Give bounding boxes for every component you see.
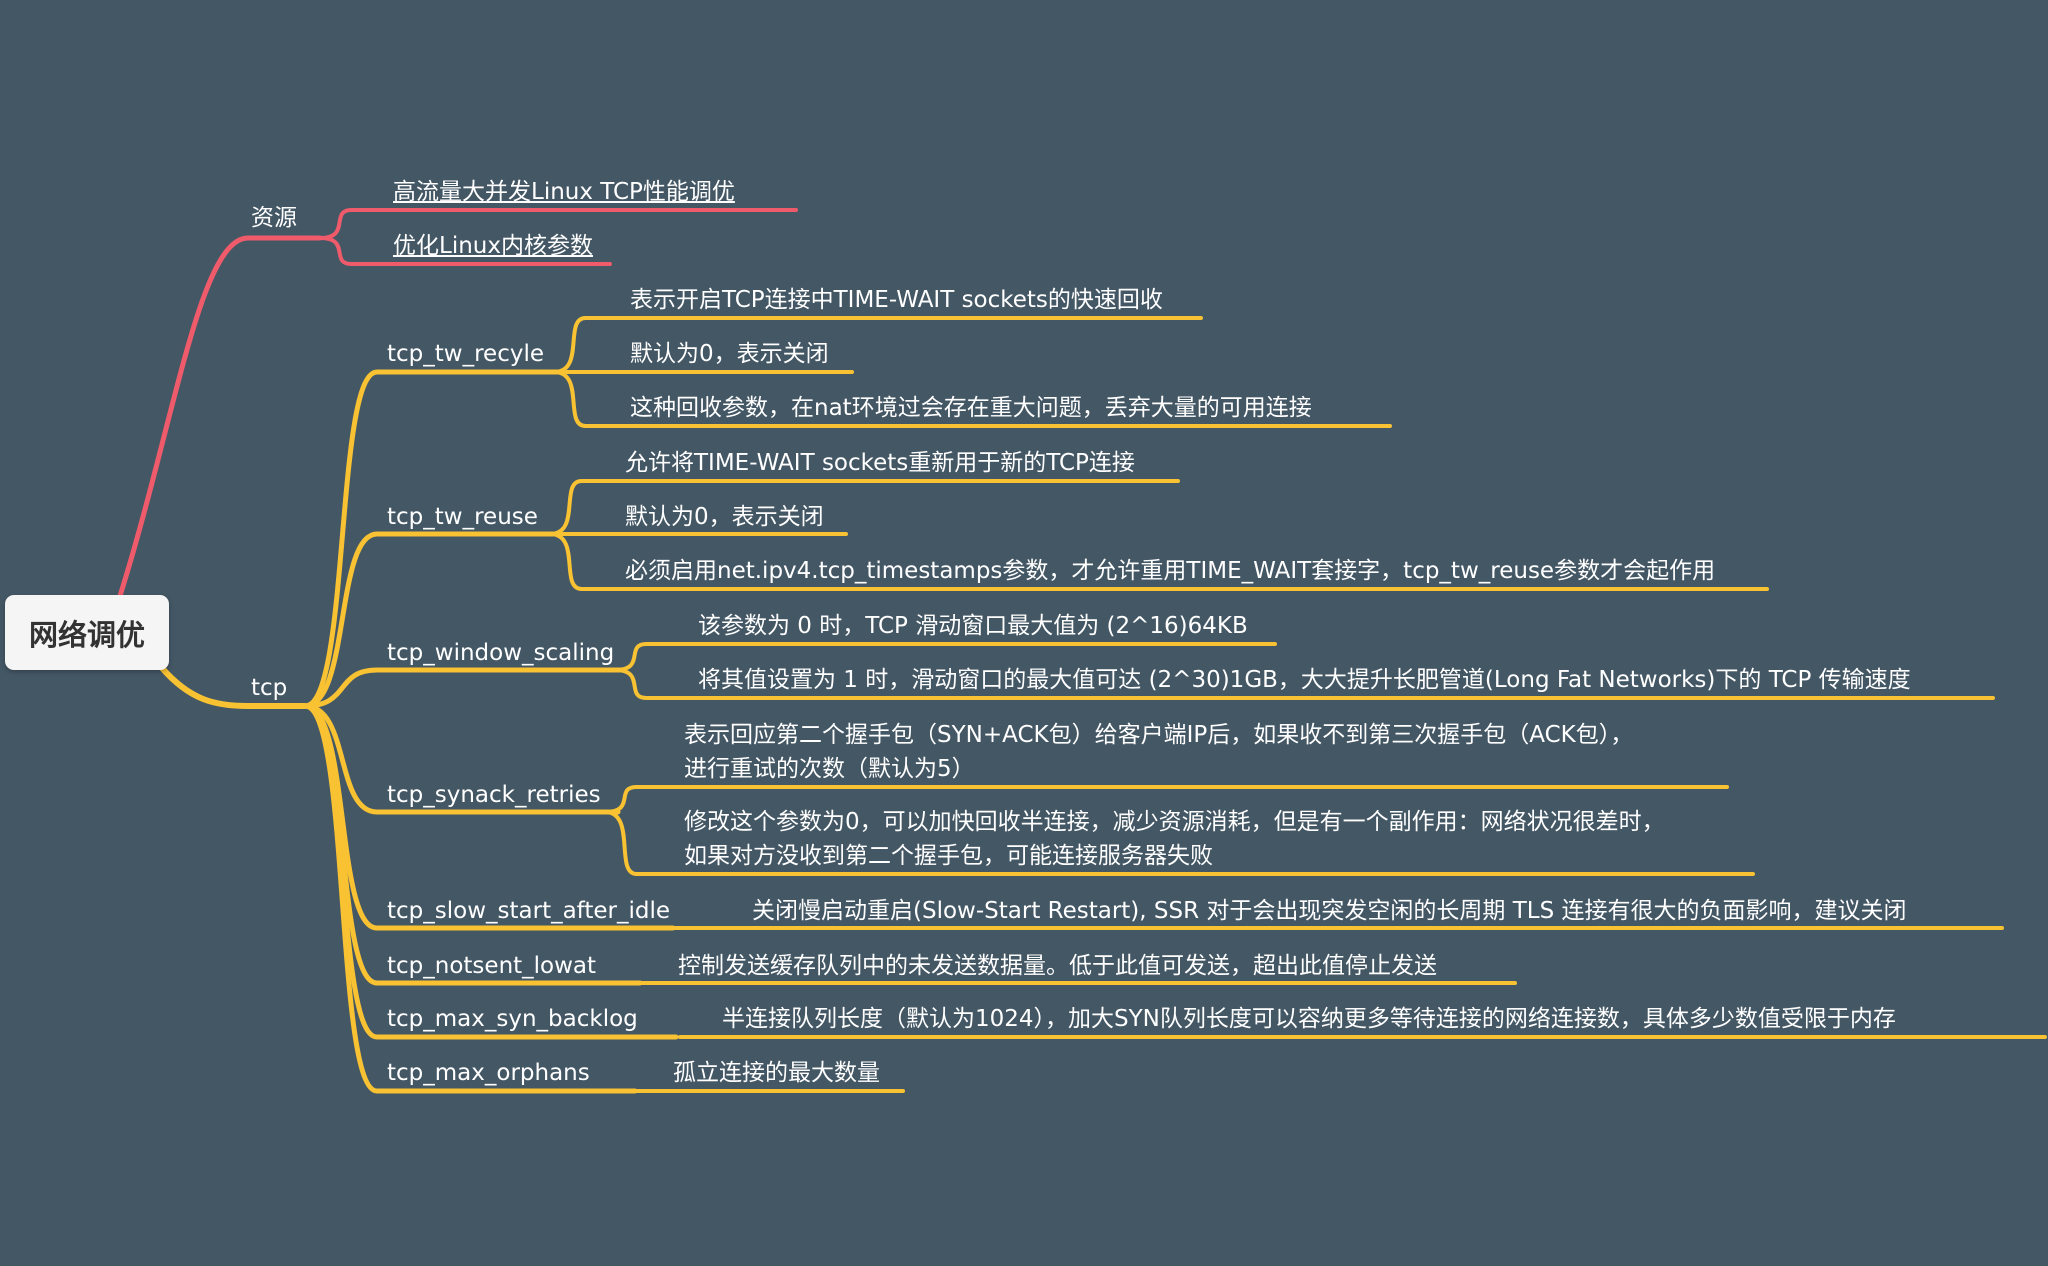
- connector-tcp-param-2: [302, 531, 556, 709]
- connector-note-2-1: [548, 479, 1180, 536]
- connector-note-1-1: [552, 316, 1203, 374]
- connector-resources-link-1: [318, 208, 798, 240]
- note-tcp-tw-reuse-3[interactable]: 必须启用net.ipv4.tcp_timestamps参数，才允许重用TIME_…: [625, 558, 1716, 584]
- connector-root-tcp: [159, 665, 308, 709]
- param-tcp-notsent-lowat[interactable]: tcp_notsent_lowat: [387, 953, 597, 979]
- note-tcp-synack-retries-2[interactable]: 修改这个参数为0，可以加快回收半连接，减少资源消耗，但是有一个副作用：网络状况很…: [684, 809, 1665, 869]
- connector-root-resources: [117, 235, 323, 599]
- root-topic[interactable]: 网络调优: [5, 595, 169, 670]
- resource-link-kernel-params[interactable]: 优化Linux内核参数: [393, 233, 593, 259]
- param-tcp-synack-retries[interactable]: tcp_synack_retries: [387, 782, 601, 808]
- connector-tcp-param-8: [302, 703, 638, 1094]
- note-tcp-tw-recyle-3[interactable]: 这种回收参数，在nat环境过会存在重大问题，丢弃大量的可用连接: [630, 395, 1312, 421]
- note-tcp-synack-retries-1[interactable]: 表示回应第二个握手包（SYN+ACK包）给客户端IP后，如果收不到第三次握手包（…: [684, 722, 1634, 782]
- param-tcp-tw-reuse[interactable]: tcp_tw_reuse: [387, 504, 538, 530]
- note-tcp-notsent-lowat[interactable]: 控制发送缓存队列中的未发送数据量。低于此值可发送，超出此值停止发送: [678, 953, 1437, 979]
- note-tcp-max-syn-backlog[interactable]: 半连接队列长度（默认为1024），加大SYN队列长度可以容纳更多等待连接的网络连…: [722, 1006, 1896, 1032]
- note-tcp-tw-reuse-2[interactable]: 默认为0，表示关闭: [625, 504, 824, 530]
- param-tcp-window-scaling[interactable]: tcp_window_scaling: [387, 640, 615, 666]
- note-tcp-slow-start-after-idle[interactable]: 关闭慢启动重启(Slow-Start Restart), SSR 对于会出现突发…: [752, 898, 1907, 924]
- topic-tcp[interactable]: tcp: [251, 675, 288, 701]
- note-tcp-window-scaling-2[interactable]: 将其值设置为 1 时，滑动窗口的最大值可达 (2^30)1GB，大大提升长肥管道…: [698, 667, 1911, 693]
- param-tcp-max-syn-backlog[interactable]: tcp_max_syn_backlog: [387, 1006, 638, 1032]
- connector-tcp-param-3: [302, 667, 627, 709]
- resource-link-tcp-tuning[interactable]: 高流量大并发Linux TCP性能调优: [393, 179, 735, 205]
- connector-note-2-3: [548, 532, 1769, 591]
- connector-resources-link-2: [318, 236, 612, 266]
- connector-note-4-1: [603, 785, 1729, 814]
- connector-note-4-2: [603, 810, 1755, 876]
- note-tcp-tw-recyle-2[interactable]: 默认为0，表示关闭: [630, 341, 829, 367]
- connector-tcp-param-6: [302, 703, 643, 986]
- note-tcp-max-orphans[interactable]: 孤立连接的最大数量: [673, 1060, 880, 1086]
- note-tcp-tw-recyle-1[interactable]: 表示开启TCP连接中TIME-WAIT sockets的快速回收: [630, 287, 1163, 313]
- connector-note-3-2: [613, 668, 1995, 700]
- topic-resources[interactable]: 资源: [251, 205, 297, 231]
- param-tcp-slow-start-after-idle[interactable]: tcp_slow_start_after_idle: [387, 898, 671, 924]
- note-tcp-tw-reuse-1[interactable]: 允许将TIME-WAIT sockets重新用于新的TCP连接: [625, 450, 1135, 476]
- connector-note-1-3: [552, 370, 1392, 428]
- connector-note-3-1: [613, 642, 1277, 672]
- connector-tcp-param-4: [302, 703, 621, 815]
- param-tcp-max-orphans[interactable]: tcp_max_orphans: [387, 1060, 590, 1086]
- connector-tcp-param-7: [302, 703, 679, 1040]
- connector-tcp-param-1: [302, 369, 563, 709]
- param-tcp-tw-recyle[interactable]: tcp_tw_recyle: [387, 341, 544, 367]
- note-tcp-window-scaling-1[interactable]: 该参数为 0 时，TCP 滑动窗口最大值为 (2^16)64KB: [698, 613, 1248, 639]
